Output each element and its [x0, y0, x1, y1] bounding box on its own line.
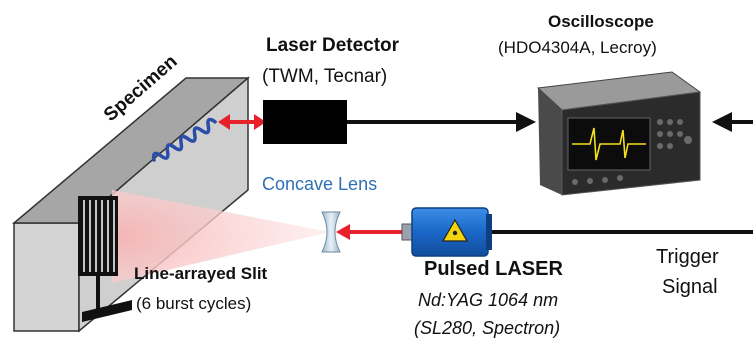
laser-hazard-icon	[441, 218, 469, 242]
pulsed-laser-spec: Nd:YAG 1064 nm	[418, 290, 559, 310]
oscilloscope-label: Oscilloscope	[548, 12, 654, 31]
laser-detector-model: (TWM, Tecnar)	[262, 66, 388, 87]
laser-detector-box	[263, 100, 347, 144]
trigger-label-line1: Trigger	[656, 246, 719, 268]
concave-lens	[321, 211, 341, 253]
excitation-beam-cone	[112, 190, 330, 283]
slit-detail: (6 burst cycles)	[136, 294, 252, 313]
oscilloscope-model: (HDO4304A, Lecroy)	[498, 38, 657, 57]
excitation-beam-arrow	[336, 224, 404, 240]
oscilloscope-device	[536, 71, 702, 196]
laser-detector-label: Laser Detector	[266, 35, 400, 56]
trigger-label-line2: Signal	[662, 276, 718, 298]
return-signal-arrow	[712, 112, 753, 132]
pulsed-laser-label: Pulsed LASER	[424, 258, 563, 280]
line-arrayed-slit	[78, 196, 132, 322]
ultrasonic-wave	[151, 117, 217, 162]
slit-label: Line-arrayed Slit	[134, 264, 268, 283]
detection-arrow	[218, 114, 266, 130]
detector-signal-arrow	[347, 112, 536, 132]
pulsed-laser-model: (SL280, Spectron)	[414, 318, 561, 338]
pulsed-laser-device	[401, 207, 492, 257]
concave-lens-label: Concave Lens	[262, 174, 378, 194]
